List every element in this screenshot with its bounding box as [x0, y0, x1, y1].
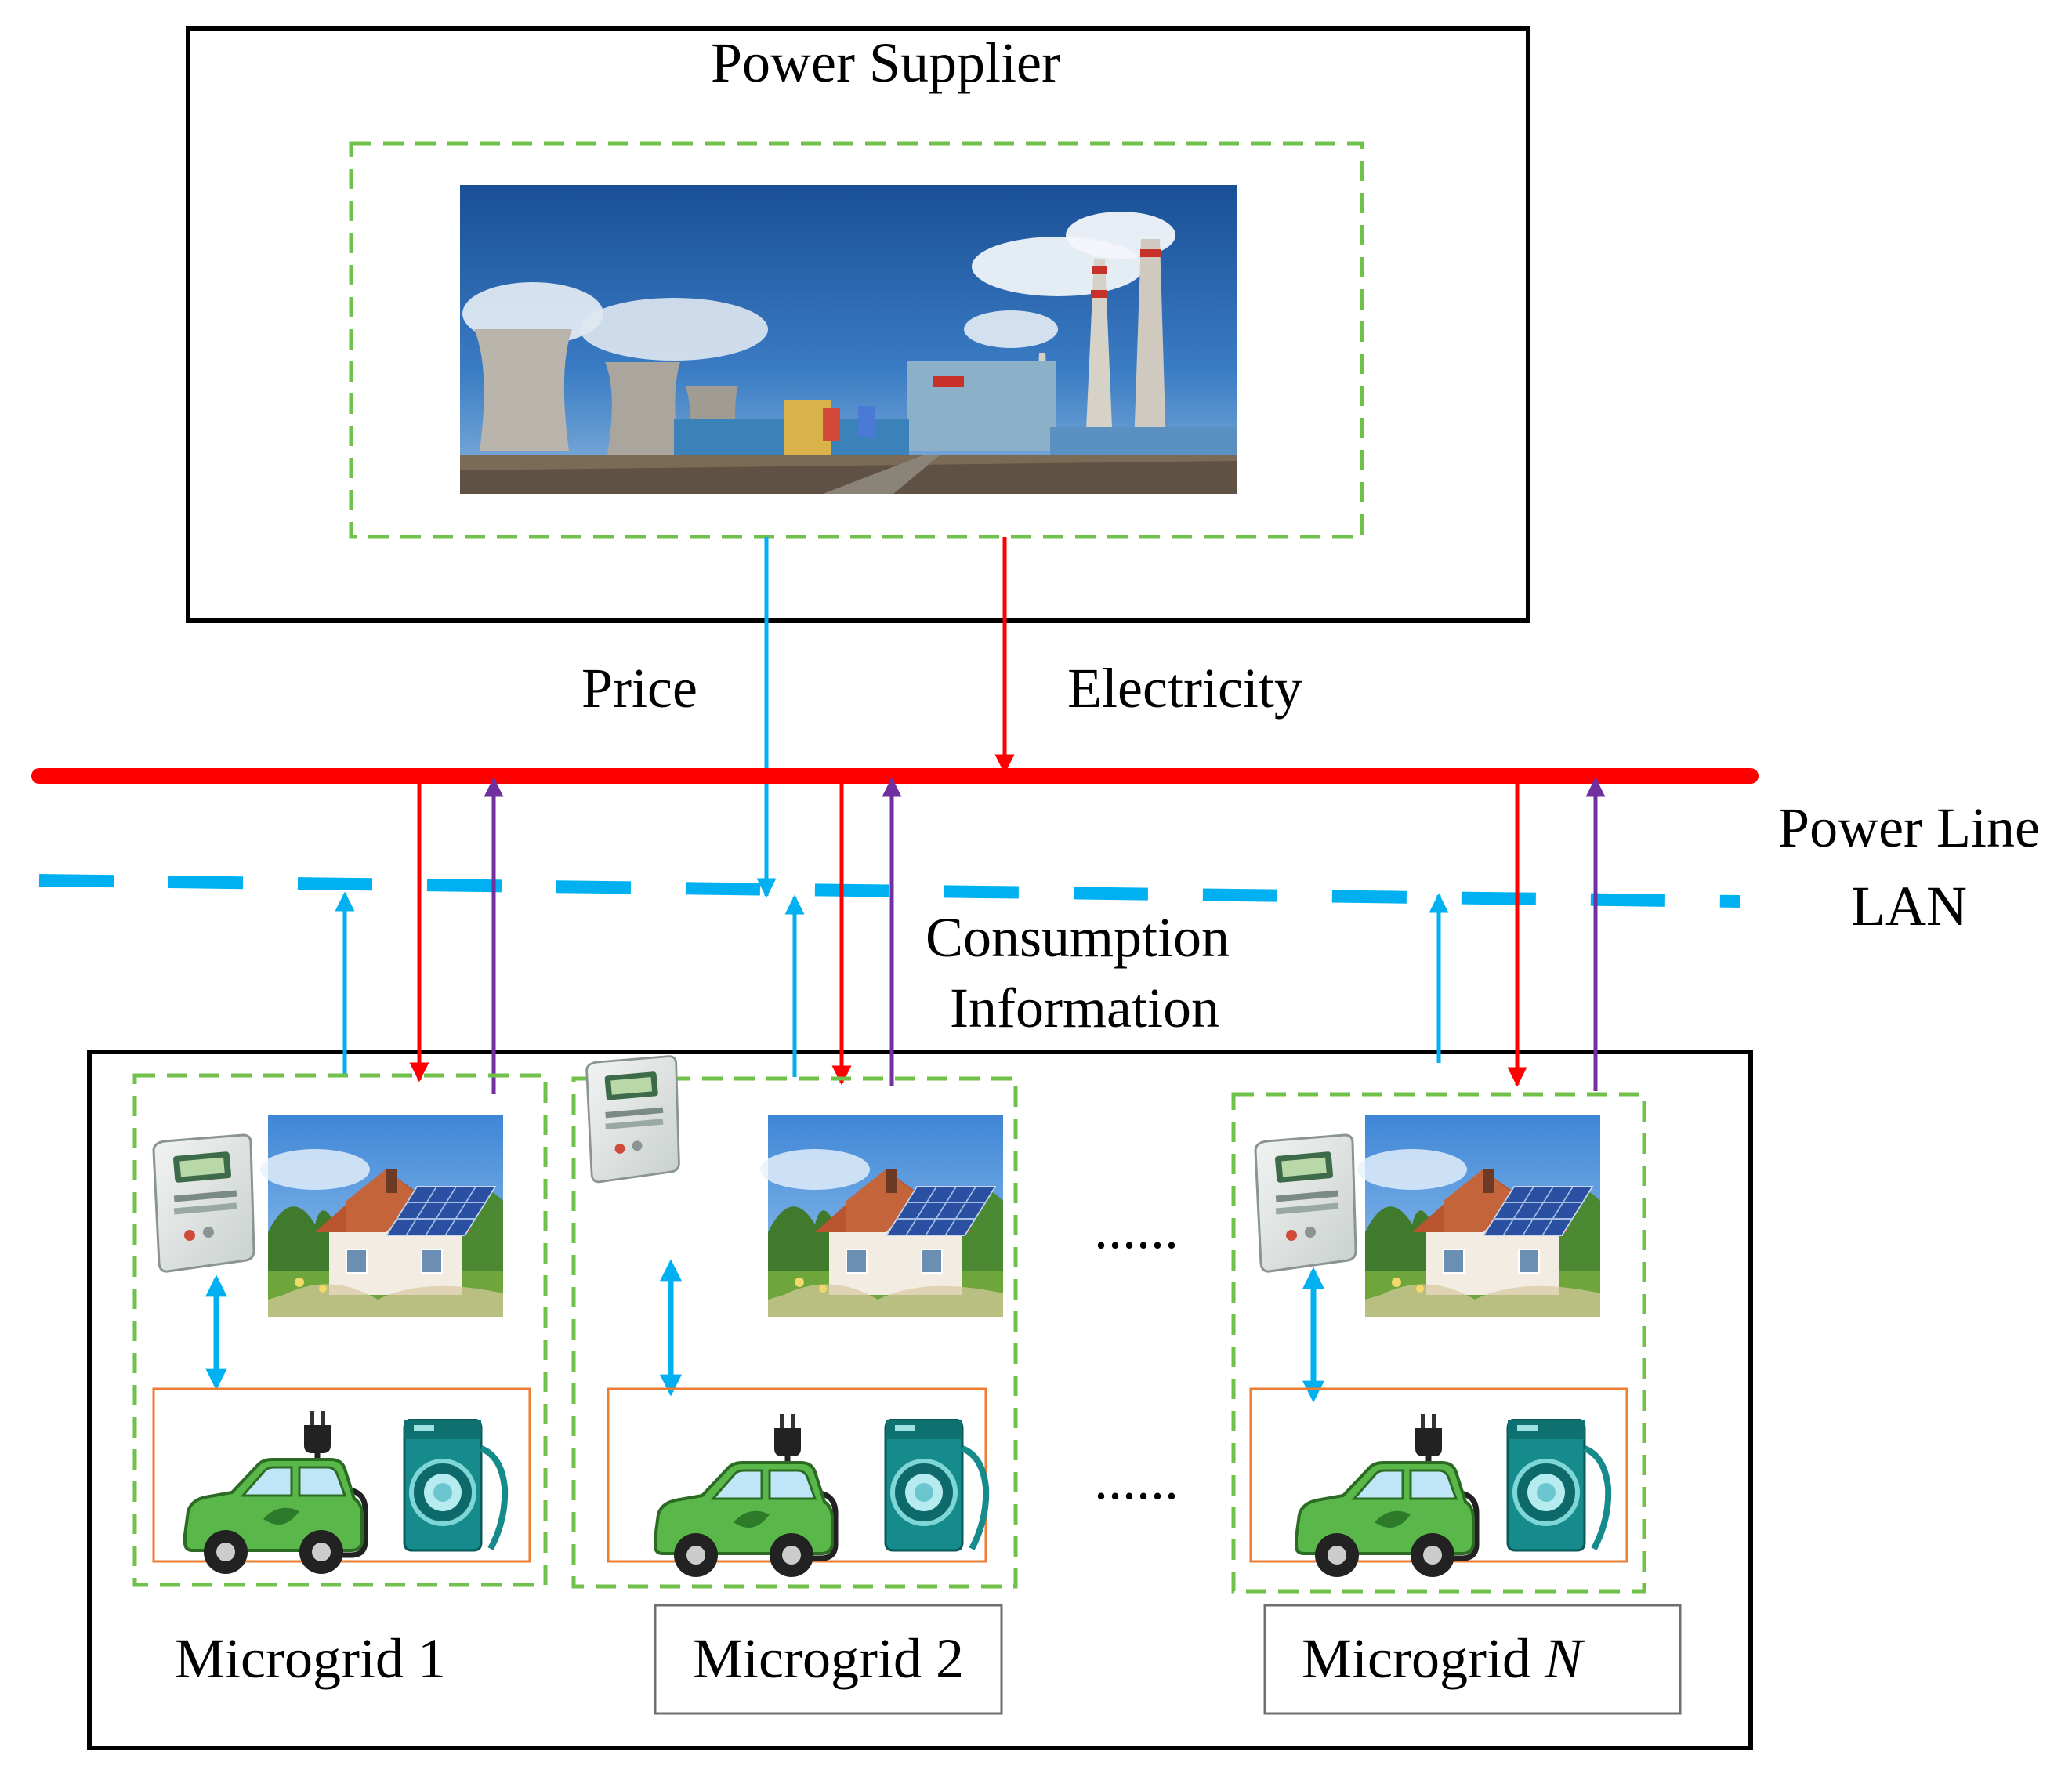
- solar-house-photo: [259, 1114, 504, 1318]
- electric-car-icon: [1296, 1414, 1476, 1577]
- power-line-label: Power Line: [1778, 796, 2040, 859]
- microgrid-n: Microgrid N: [1231, 1092, 1682, 1715]
- solar-house-photo: [1357, 1114, 1601, 1318]
- microgrid-n-label-index: N: [1544, 1627, 1585, 1690]
- lan-label: LAN: [1851, 875, 1967, 937]
- microgrid-2-label-box: [654, 1604, 1003, 1715]
- washing-machine-icon: [1508, 1420, 1608, 1550]
- microgrid-1-group-border: [132, 1073, 548, 1587]
- microgrid-2-label: Microgrid 2: [693, 1627, 964, 1690]
- consumption-label-line1: Consumption: [926, 906, 1230, 969]
- smart-meter-icon: [1254, 1133, 1357, 1273]
- microgrid-n-group-border: [1231, 1092, 1646, 1594]
- lan-line: [38, 874, 1741, 908]
- washing-machine-icon: [404, 1420, 505, 1550]
- electric-car-icon: [185, 1411, 365, 1574]
- smart-meter-icon: [585, 1055, 680, 1184]
- microgrid-n-label-box: [1263, 1604, 1682, 1715]
- microgrid-n-label: Microgrid N: [1302, 1627, 1585, 1690]
- microgrid-1: Microgrid 1: [132, 1073, 548, 1690]
- solar-house-photo: [759, 1114, 1004, 1318]
- ellipsis-bottom: ......: [1094, 1448, 1179, 1511]
- power-plant-photo: [460, 185, 1237, 494]
- consumption-information-label: Consumption Information: [926, 906, 1244, 1039]
- microgrid-2-group-border: [571, 1076, 1018, 1589]
- microgrid-2: Microgrid 2: [571, 1055, 1018, 1715]
- appliances-box: [152, 1387, 531, 1563]
- microgrid-1-links: [335, 777, 504, 1094]
- smart-meter-icon: [152, 1133, 255, 1273]
- microgrid-1-label: Microgrid 1: [175, 1627, 446, 1690]
- power-supplier-title: Power Supplier: [711, 31, 1060, 94]
- ellipsis-top: ......: [1094, 1198, 1179, 1260]
- microgrid-n-links: [1429, 777, 1606, 1091]
- price-label: Price: [581, 657, 697, 720]
- power-supplier-inner-group: [349, 141, 1364, 539]
- microgrids-box: [87, 1050, 1753, 1750]
- electricity-label: Electricity: [1067, 657, 1302, 720]
- washing-machine-icon: [886, 1420, 986, 1550]
- microgrid-n-label-prefix: Microgrid: [1302, 1627, 1545, 1690]
- microgrid-2-links: [784, 777, 902, 1086]
- electric-car-icon: [655, 1414, 835, 1577]
- consumption-label-line2: Information: [950, 977, 1219, 1039]
- power-supplier-box: [186, 26, 1530, 623]
